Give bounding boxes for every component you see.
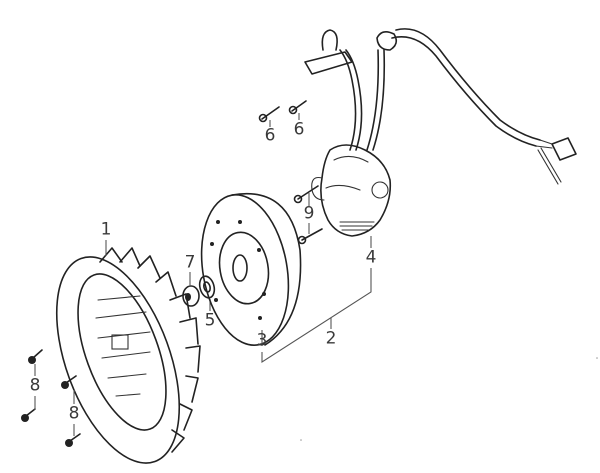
washer xyxy=(198,275,216,299)
cooling-fan xyxy=(55,247,201,464)
callout-3: 3 xyxy=(256,330,268,351)
callout-7: 7 xyxy=(184,252,196,273)
pulser-bolt xyxy=(293,185,319,204)
fan-bolt xyxy=(61,375,81,447)
callout-1: 1 xyxy=(100,219,112,240)
stator xyxy=(311,144,392,237)
callout-5: 5 xyxy=(204,310,216,331)
callout-2: 2 xyxy=(325,328,337,349)
stator-bolt xyxy=(258,106,280,123)
callout-8a: 8 xyxy=(29,375,41,396)
stator-bolt xyxy=(288,100,307,115)
fan-bolt xyxy=(21,349,43,422)
flywheel-rotor xyxy=(200,193,302,346)
callout-6b: 6 xyxy=(293,119,305,140)
flywheel-nut xyxy=(182,285,200,307)
wire-harness xyxy=(304,28,577,185)
callout-8b: 8 xyxy=(68,403,80,424)
callout-9: 9 xyxy=(303,203,315,224)
pulser-bolt xyxy=(297,228,323,245)
callout-4: 4 xyxy=(365,247,377,268)
callout-6a: 6 xyxy=(264,125,276,146)
